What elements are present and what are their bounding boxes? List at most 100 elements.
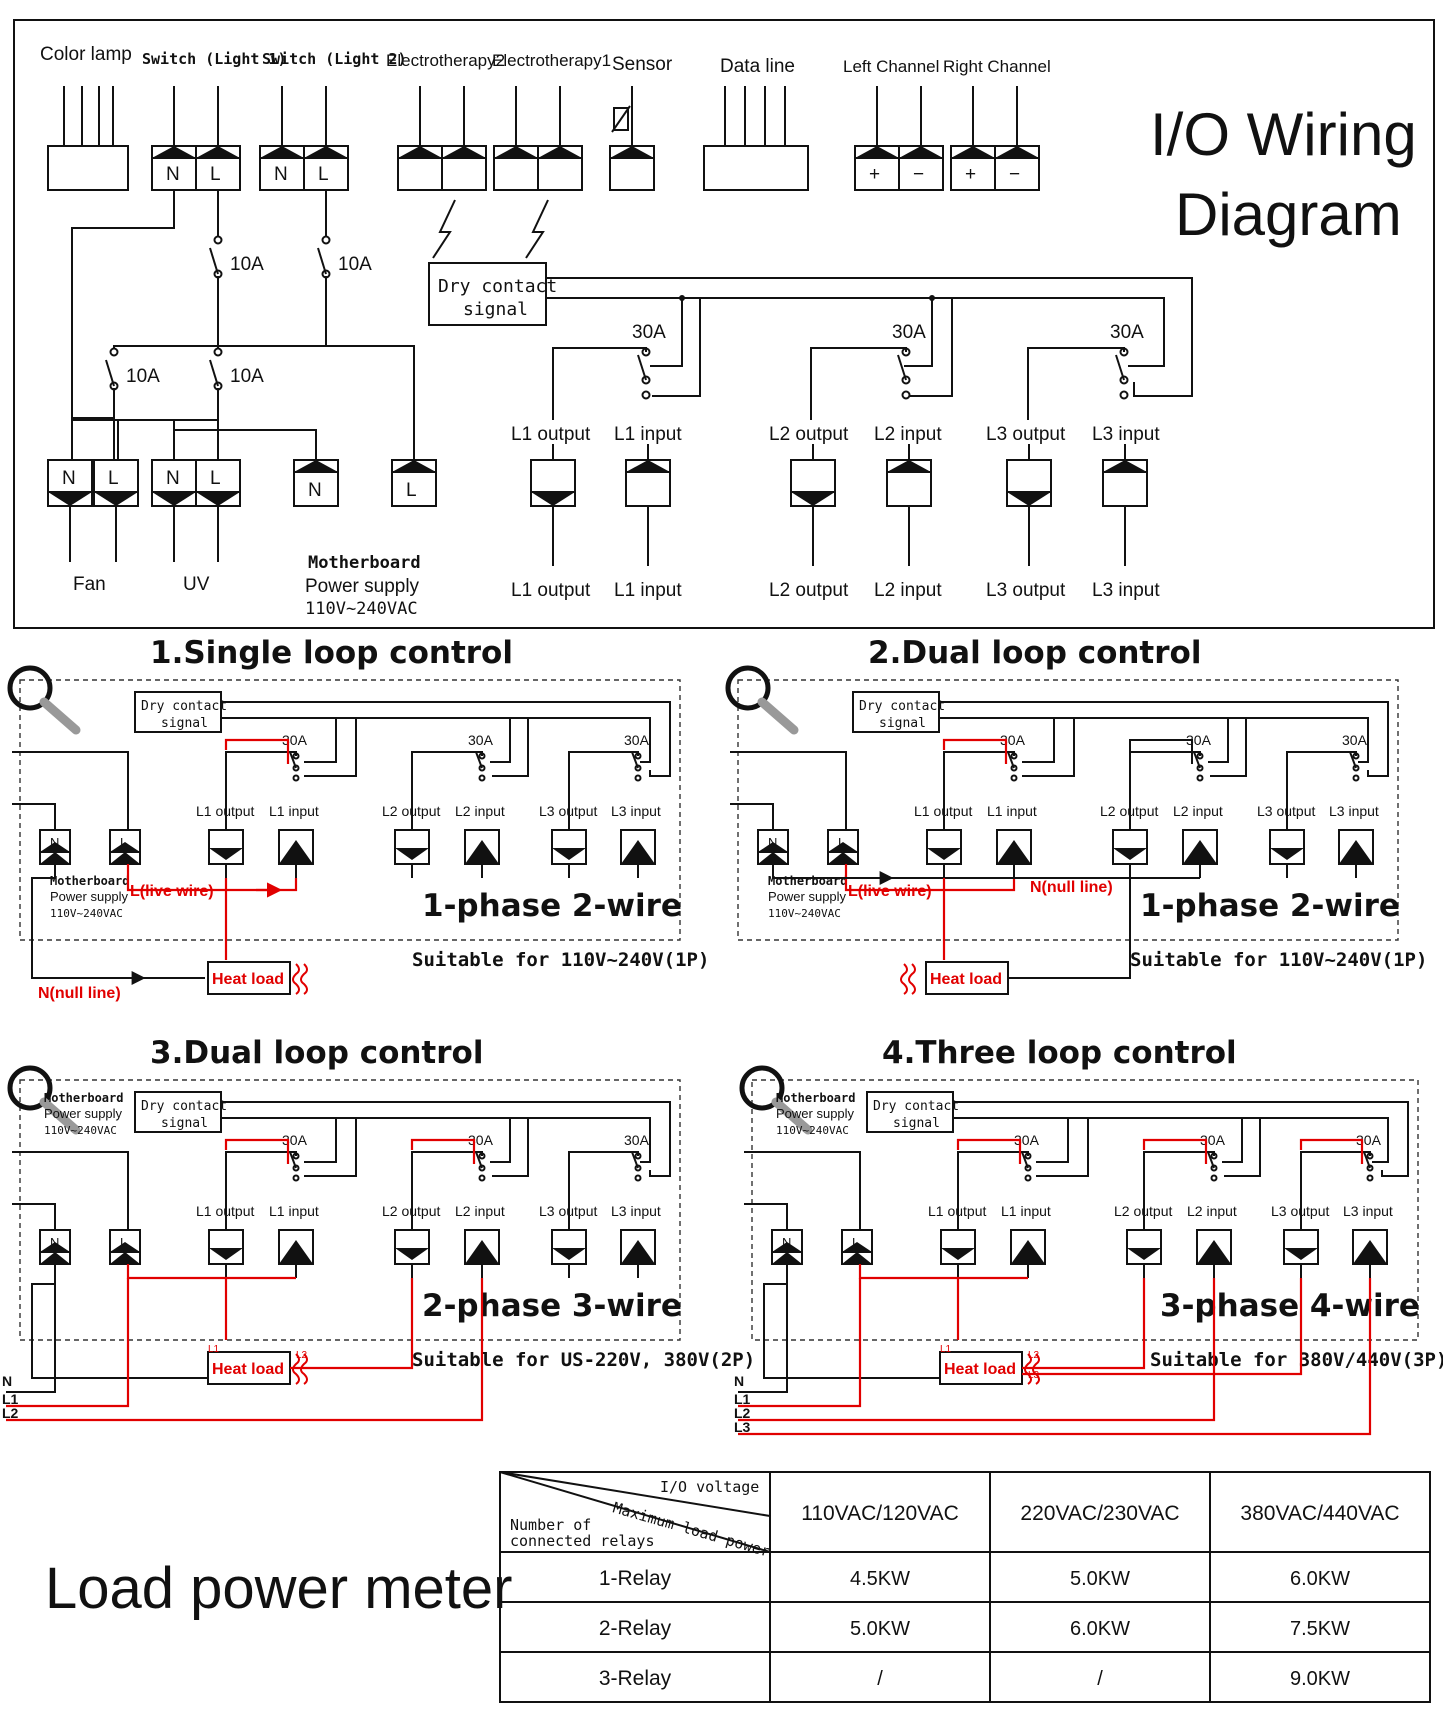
top-frame xyxy=(13,19,1435,629)
voltage-label: 110V~240VAC xyxy=(44,1124,117,1137)
input-label: L1 input xyxy=(269,803,319,819)
input-label: L2 input xyxy=(455,1203,505,1219)
wire-label: L1 xyxy=(208,1344,220,1355)
power-supply-label: Power supply xyxy=(50,889,129,904)
amp-rating: 10A xyxy=(230,254,264,275)
output-label: L3 output xyxy=(539,803,597,819)
amp-rating: 30A xyxy=(624,1132,650,1148)
table-cell: 5.0KW xyxy=(1070,1568,1130,1590)
output-label: L2 output xyxy=(382,803,440,819)
terminal-label: + xyxy=(965,164,976,185)
panel-title: 2.Dual loop control xyxy=(868,635,1201,671)
input-label: L2 input xyxy=(874,424,942,445)
table-cell: / xyxy=(877,1668,883,1690)
terminal-label: − xyxy=(913,164,924,185)
output-label: L1 output xyxy=(928,1203,986,1219)
input-label: L3 input xyxy=(611,1203,661,1219)
output-label: L2 output xyxy=(1100,803,1158,819)
uv-label: UV xyxy=(183,574,210,595)
input-label: L3 input xyxy=(1329,803,1379,819)
data-line-connector xyxy=(703,86,809,191)
row-label: 1-Relay xyxy=(599,1567,672,1590)
heat-load-label: Heat load xyxy=(930,971,1002,988)
output-label: L2 output xyxy=(769,580,849,601)
wire-label: L1 xyxy=(734,1391,751,1407)
header-number: Number of xyxy=(510,1516,591,1534)
output-label: L1 output xyxy=(196,803,254,819)
heat-icon xyxy=(1032,1353,1040,1385)
terminal-label: N xyxy=(166,468,180,489)
voltage-label: 110V~240VAC xyxy=(50,907,123,920)
column-header: 220VAC/230VAC xyxy=(1020,1502,1179,1525)
load-meter-title: Load power meter xyxy=(45,1556,512,1621)
header-io-voltage: I/O voltage xyxy=(660,1478,759,1496)
terminal-label: N xyxy=(768,835,777,850)
motherboard-label: Motherboard xyxy=(768,874,847,888)
wire-label: N xyxy=(734,1373,744,1389)
voltage-label: 110V~240VAC xyxy=(768,907,841,920)
wire-label: L1 xyxy=(2,1391,19,1407)
null-line-label: N(null line) xyxy=(38,985,121,1002)
output-label: L3 output xyxy=(539,1203,597,1219)
input-label: L3 input xyxy=(611,803,661,819)
output-label: L3 output xyxy=(986,580,1066,601)
input-label: L1 input xyxy=(987,803,1037,819)
dry-contact-signal-box: Dry contact signal xyxy=(428,262,557,326)
motherboard-label: Motherboard xyxy=(50,874,129,888)
electro2-label: Electrotherapy2 xyxy=(386,51,505,70)
wire-label: L3 xyxy=(1028,1370,1040,1381)
terminal-label: N xyxy=(50,835,59,850)
motherboard-label: Motherboard xyxy=(776,1091,855,1105)
power-supply-label: Power supply xyxy=(44,1106,123,1121)
sensor-label: Sensor xyxy=(612,54,673,75)
terminal-label: L xyxy=(210,164,221,185)
terminal-label: N xyxy=(166,164,180,185)
terminal-label: N xyxy=(782,1235,791,1250)
panel-title: 1.Single loop control xyxy=(150,635,513,671)
terminal-label: N xyxy=(62,468,76,489)
terminal-label: L xyxy=(838,835,845,850)
amp-rating: 30A xyxy=(468,732,494,748)
color-lamp-label: Color lamp xyxy=(40,44,132,65)
wire-label: N xyxy=(2,1373,12,1389)
wire-label: L2 xyxy=(734,1405,751,1421)
output-label: L1 output xyxy=(196,1203,254,1219)
header-number-2: connected relays xyxy=(510,1532,655,1550)
heat-icon xyxy=(300,1353,308,1385)
terminal-label: N xyxy=(274,164,288,185)
column-header: 110VAC/120VAC xyxy=(801,1502,959,1525)
column-header: 380VAC/440VAC xyxy=(1240,1502,1399,1525)
power-supply-label: Power supply xyxy=(768,889,847,904)
voltage-label: 110V~240VAC xyxy=(305,599,418,619)
diagram-title-2: Diagram xyxy=(1175,181,1402,248)
heat-load-label: Heat load xyxy=(944,1361,1016,1378)
output-label: L2 output xyxy=(1114,1203,1172,1219)
wire-label: L2 xyxy=(2,1405,19,1421)
terminal xyxy=(886,459,932,507)
amp-rating: 30A xyxy=(1342,732,1368,748)
terminal-label: L xyxy=(210,468,221,489)
dry-contact-text: Dry contact xyxy=(873,1099,959,1114)
table-cell: 7.5KW xyxy=(1290,1618,1350,1640)
live-wire-label: L(live wire) xyxy=(848,883,932,900)
amp-rating: 30A xyxy=(632,322,666,343)
dry-contact-text-2: signal xyxy=(161,1116,208,1131)
terminal-label: L xyxy=(108,468,119,489)
dry-contact-text-2: signal xyxy=(893,1116,940,1131)
output-label: L3 output xyxy=(1257,803,1315,819)
phase-label: 1-phase 2-wire xyxy=(422,888,682,924)
heat-load-label: Heat load xyxy=(212,1361,284,1378)
table-cell: 6.0KW xyxy=(1070,1618,1130,1640)
suitable-label: Suitable for 110V~240V(1P) xyxy=(1130,949,1427,971)
switch1-label: Switch (Light 1) xyxy=(142,50,287,68)
suitable-label: Suitable for US-220V, 380V(2P) xyxy=(412,1349,755,1371)
phase-label: 2-phase 3-wire xyxy=(422,1288,682,1324)
input-label: L3 input xyxy=(1343,1203,1393,1219)
